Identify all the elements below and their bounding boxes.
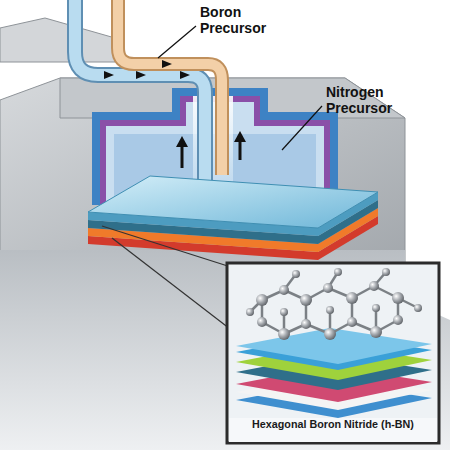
inset-caption: Hexagonal Boron Nitride (h-BN) xyxy=(229,418,437,430)
precursor-label: Nitrogen Precursor xyxy=(326,84,416,116)
precursor-label: Boron Precursor xyxy=(200,4,284,36)
